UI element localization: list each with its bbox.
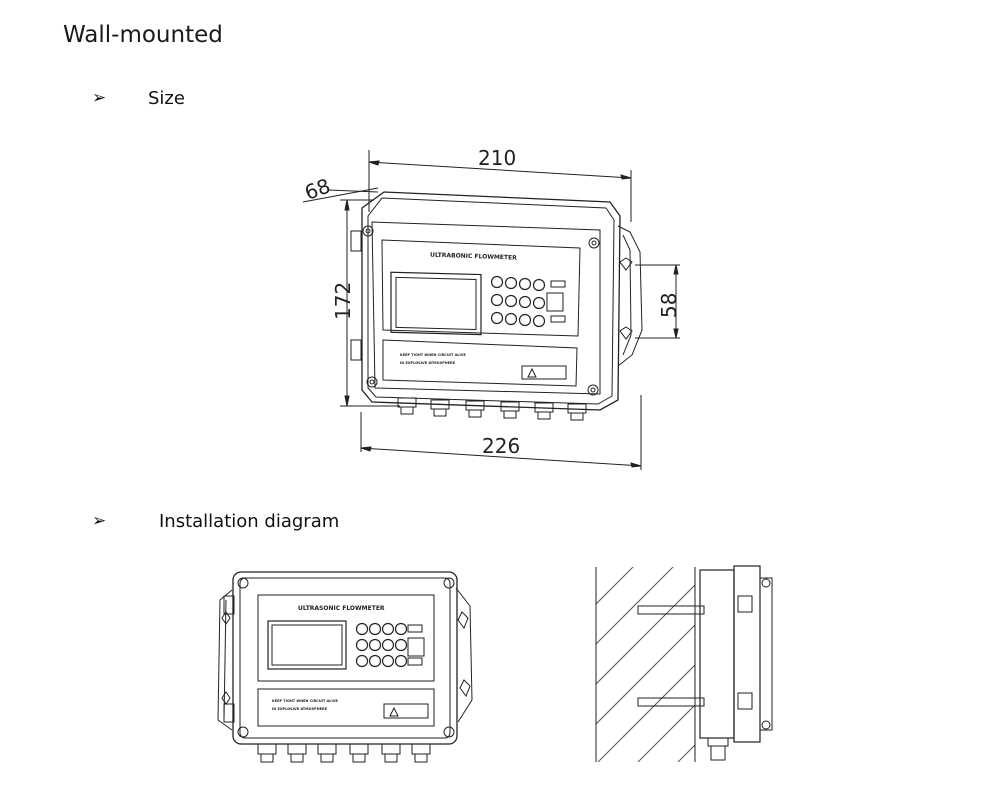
dimension-210: 210 — [478, 146, 516, 170]
dimension-172: 172 — [331, 282, 355, 320]
warning-line-2: IN EXPLOSIVE ATMOSPHERE — [400, 361, 456, 365]
install-panel-title: ULTRASONIC FLOWMETER — [298, 605, 385, 612]
dimension-58: 58 — [657, 293, 681, 318]
dimension-226: 226 — [482, 434, 520, 458]
bullet-arrow-icon: ➢ — [92, 88, 107, 108]
panel-title: ULTRABONIC FLOWMETER — [430, 252, 517, 262]
bullet-arrow-icon: ➢ — [92, 511, 107, 531]
section-size-label: Size — [148, 88, 185, 109]
install-warning-line-2: IN EXPLOSIVE ATMOSPHERE — [272, 707, 328, 711]
warning-line-1: KEEP TIGHT WHEN CIRCUIT ALIVE — [400, 353, 467, 357]
page-heading: Wall-mounted — [63, 22, 223, 48]
section-installation-label: Installation diagram — [159, 511, 340, 532]
install-warning-line-1: KEEP TIGHT WHEN CIRCUIT ALIVE — [272, 699, 339, 703]
